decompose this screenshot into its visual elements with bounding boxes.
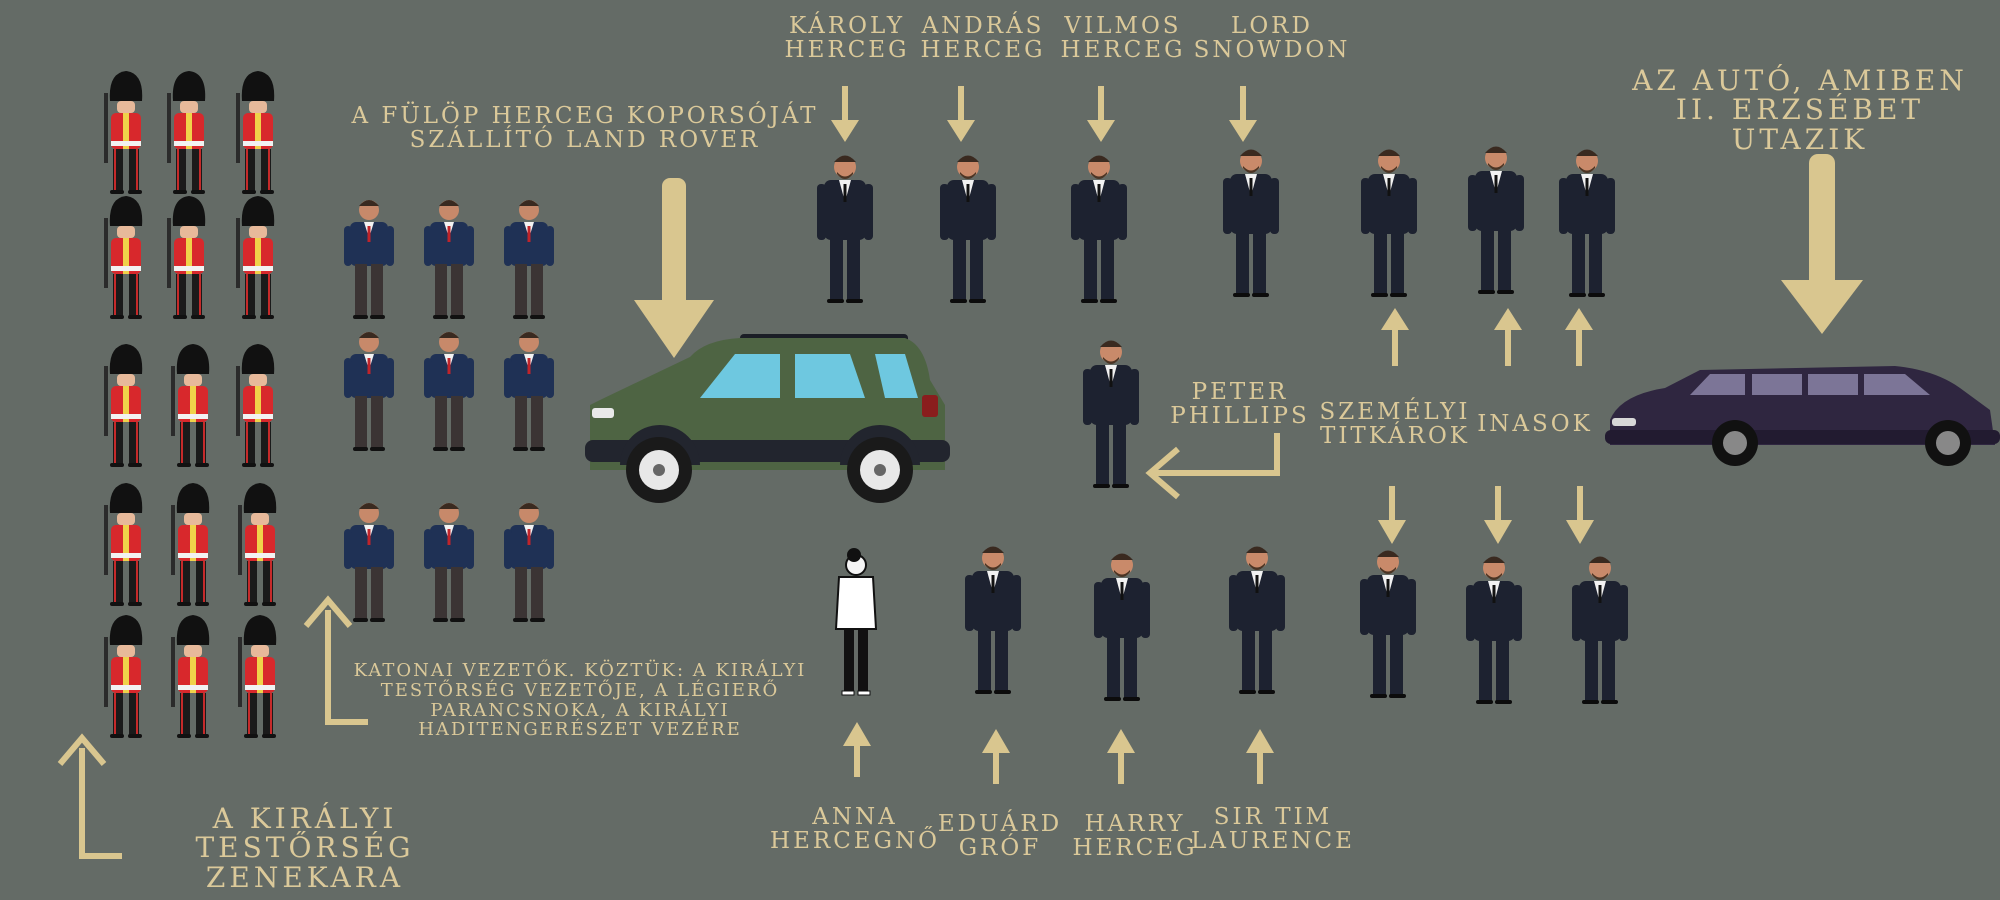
william-label: VILMOS HERCEG bbox=[1060, 13, 1186, 64]
harry-label: HARRY HERCEG bbox=[1072, 811, 1198, 862]
band-label: A KIRÁLYI TESTŐRSÉG ZENEKARA bbox=[195, 802, 415, 894]
military-leaders bbox=[344, 200, 554, 622]
secretaries-label: SZEMÉLYI TITKÁROK bbox=[1319, 399, 1471, 450]
servants-label: INASOK bbox=[1477, 411, 1593, 437]
queen-limousine bbox=[1605, 366, 2000, 466]
royal-guard-band bbox=[104, 71, 277, 738]
top-row-figures bbox=[817, 146, 1615, 303]
peter-phillips-figure bbox=[1083, 340, 1139, 488]
land-rover-label: A FÜLÖP HERCEG KOPORSÓJÁT SZÁLLÍTÓ LAND … bbox=[351, 103, 819, 154]
bottom-row-figures bbox=[835, 546, 1628, 704]
laurence-label: SIR TIM LAURENCE bbox=[1191, 804, 1355, 855]
snowdon-label: LORD SNOWDON bbox=[1193, 13, 1351, 64]
military-leaders-label: KATONAI VEZETŐK. KÖZTÜK: A KIRÁLYI TESTŐ… bbox=[353, 660, 807, 741]
edward-label: EDUÁRD GRÓF bbox=[937, 811, 1063, 862]
anne-label: ANNA HERCEGNŐ bbox=[770, 804, 940, 855]
peter-phillips-label: PETER PHILLIPS bbox=[1170, 379, 1310, 430]
arrows bbox=[57, 86, 1863, 859]
andrew-label: ANDRÁS HERCEG bbox=[920, 13, 1046, 64]
land-rover bbox=[585, 334, 950, 503]
queen-car-label: AZ AUTÓ, AMIBEN II. ERZSÉBET UTAZIK bbox=[1632, 64, 1968, 156]
charles-label: KÁROLY HERCEG bbox=[784, 13, 910, 64]
